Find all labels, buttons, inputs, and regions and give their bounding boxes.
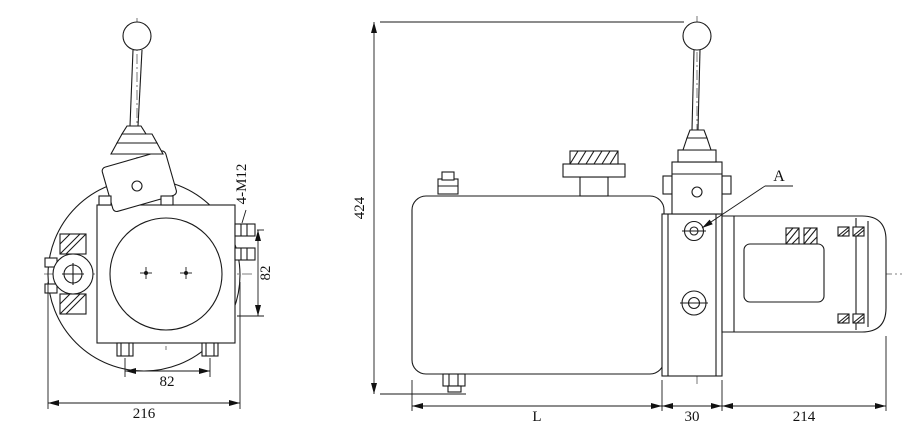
- plate-top-boss-right: [160, 195, 174, 206]
- dim-motor-length: 214: [793, 409, 816, 425]
- dimension-labels: 82 216 4-M12 82 424 L 30 214 A: [133, 164, 816, 425]
- motor-body: [721, 215, 887, 333]
- detail-label-a: A: [773, 168, 785, 185]
- breather-plug: [437, 171, 459, 195]
- dim-pump-width: 30: [685, 409, 700, 425]
- lever-boot: [110, 142, 164, 155]
- mounting-studs: [234, 223, 256, 261]
- lever-stem-edge: [137, 49, 143, 127]
- tank-body: [411, 195, 665, 375]
- lever-pivot: [131, 180, 143, 192]
- lever-stem: [129, 49, 134, 127]
- pump-bore-circle: [109, 217, 223, 331]
- dim-overall-width: 216: [133, 406, 156, 422]
- side-lever-knob: [682, 21, 712, 51]
- lever-knob: [122, 21, 152, 51]
- mounting-feet: [116, 342, 219, 357]
- side-view: [411, 16, 902, 393]
- lever-boot-fold: [116, 133, 158, 144]
- side-lever-mount: [662, 129, 732, 215]
- front-lever: [98, 21, 177, 213]
- side-lever: [682, 21, 712, 131]
- dim-tank-length: L: [532, 409, 541, 425]
- pump-block: [661, 213, 723, 377]
- dim-overall-height: 424: [352, 196, 368, 219]
- solenoid-box: [743, 243, 825, 303]
- dim-bolt-spacing-vertical: 82: [258, 266, 274, 281]
- front-view: [44, 18, 256, 372]
- dimension-arrowheads: [48, 22, 886, 409]
- filler-cap: [562, 150, 626, 197]
- plate-top-boss-left: [98, 195, 112, 206]
- lever-boot-top: [121, 125, 147, 135]
- mounting-plate: [96, 204, 236, 344]
- dim-bolt-spacing-horizontal: 82: [160, 374, 175, 390]
- hole-center-marks: [140, 267, 192, 279]
- dimension-lines: [47, 21, 887, 411]
- motor-terminal-box: [44, 233, 94, 315]
- callout-thread: 4-M12: [234, 164, 250, 205]
- drain-plug: [442, 373, 466, 393]
